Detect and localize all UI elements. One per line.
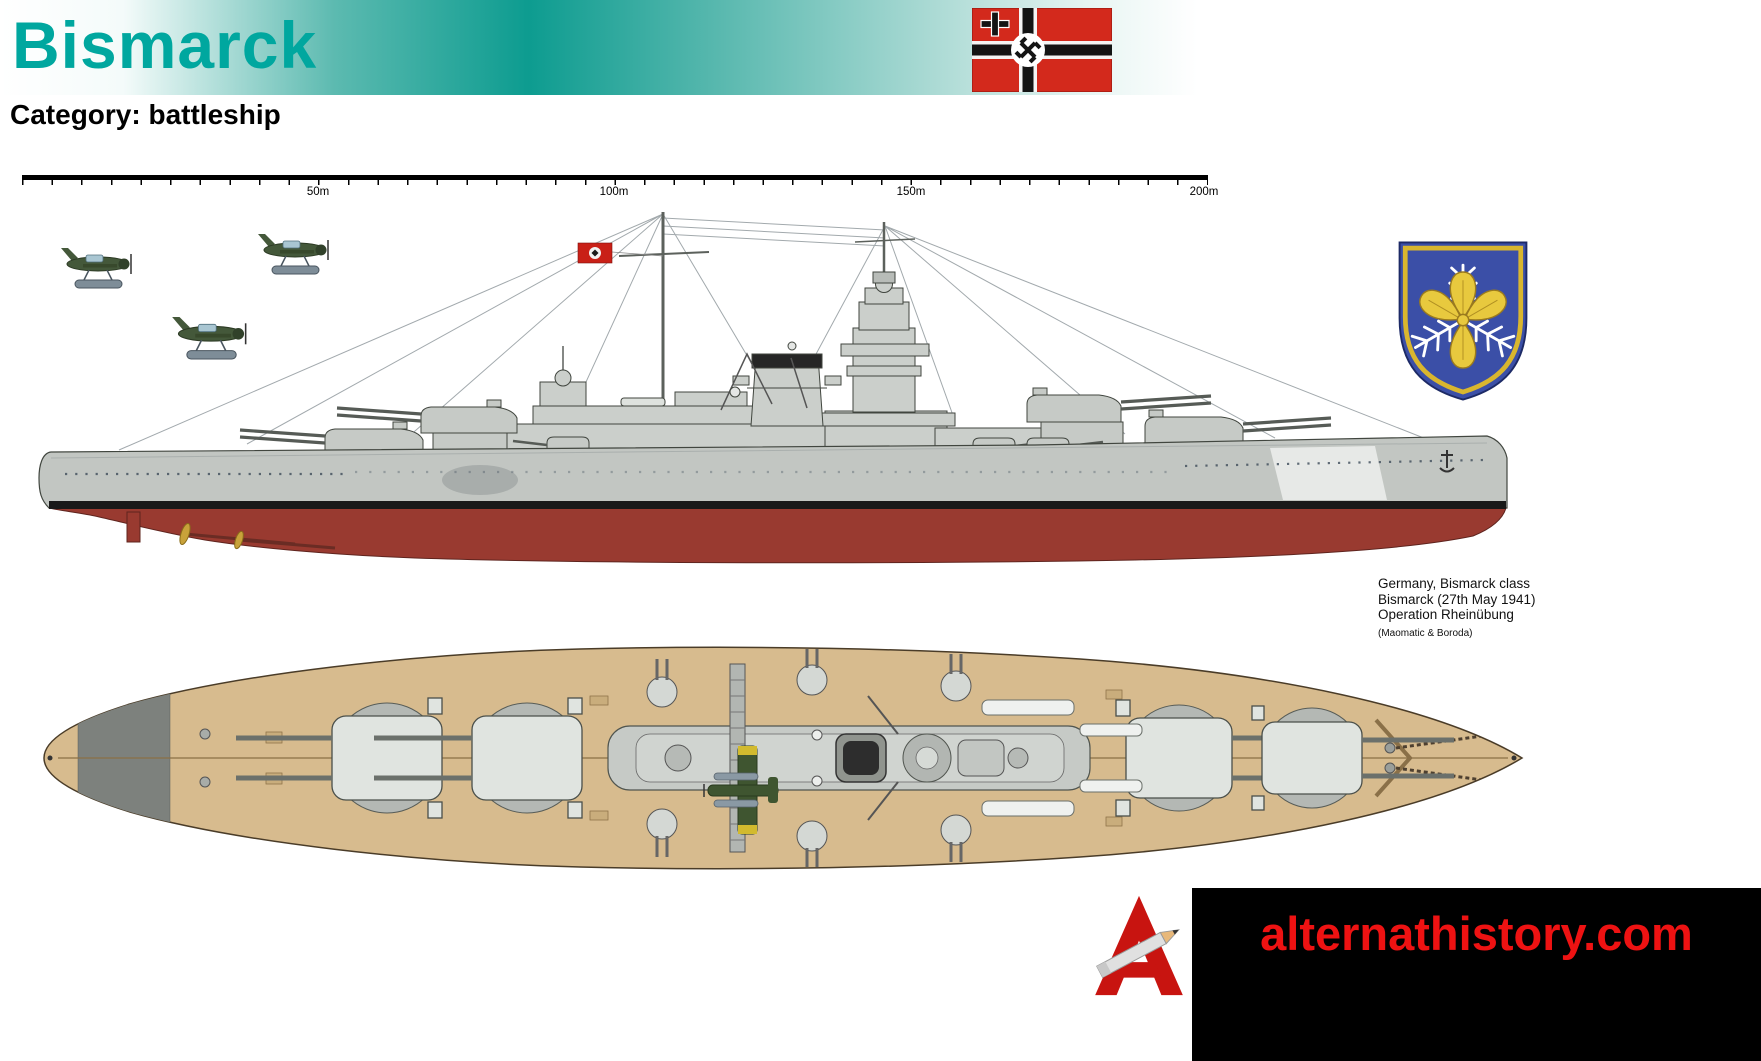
scale-bar-ticks (22, 180, 1208, 185)
anchor-icon (1439, 450, 1455, 473)
rudder (126, 511, 141, 543)
page-title: Bismarck (12, 8, 318, 82)
category-label: Category: battleship (10, 99, 281, 130)
footer-bar: alternathistory.com (1192, 888, 1761, 1061)
scale-bar: 50m 100m 150m 200m (22, 175, 1218, 205)
secondary-turrets-top (646, 649, 972, 867)
superstructure-top (607, 663, 1143, 853)
scale-label-100m: 100m (599, 186, 629, 198)
info-line: Operation Rheinübung (1378, 607, 1514, 622)
header-banner: Bismarck (0, 0, 1761, 95)
german-war-ensign-icon (972, 8, 1112, 92)
superstructure (504, 271, 1048, 459)
seaplane-icon (171, 316, 247, 360)
alternathistory-logo-icon (1095, 895, 1183, 996)
crane-booms (867, 695, 899, 821)
coat-of-arms-shield-icon (1398, 241, 1528, 401)
scale-label-50m: 50m (306, 186, 330, 198)
crest-leaves (1414, 271, 1512, 369)
camouflage-patch (442, 465, 518, 495)
scale-bar-line (22, 175, 1208, 180)
hull (38, 435, 1508, 564)
hull-red (48, 507, 1507, 564)
info-block: Germany, Bismarck class Bismarck (27th M… (1378, 576, 1536, 641)
camouflage-patch (1270, 446, 1387, 500)
bridge-tower (840, 271, 930, 413)
side-profile-drawing (38, 212, 1508, 564)
swastika-icon (1014, 36, 1042, 64)
seaplane-icon (257, 233, 329, 275)
breakwater (1374, 718, 1413, 798)
main-turrets-top (236, 697, 1454, 819)
propellers (179, 522, 336, 550)
info-line: Bismarck (27th May 1941) (1378, 591, 1536, 607)
boot-stripe (49, 501, 1506, 509)
pencil-icon (1096, 929, 1181, 979)
masts (562, 212, 916, 408)
iron-cross-icon (980, 11, 1010, 37)
masthead-ensign-icon (577, 242, 664, 264)
ships-boats (981, 699, 1143, 817)
seaplane-top-icon (703, 745, 779, 835)
info-line: Germany, Bismarck class (1378, 576, 1531, 591)
scale-label-200m: 200m (1189, 186, 1219, 198)
scale-label-150m: 150m (896, 186, 926, 198)
info-credit: (Maomatic & Boroda) (1378, 627, 1473, 639)
site-name: alternathistory.com (1260, 907, 1693, 960)
seaplane-icon (60, 247, 132, 289)
top-plan-drawing (43, 646, 1524, 870)
